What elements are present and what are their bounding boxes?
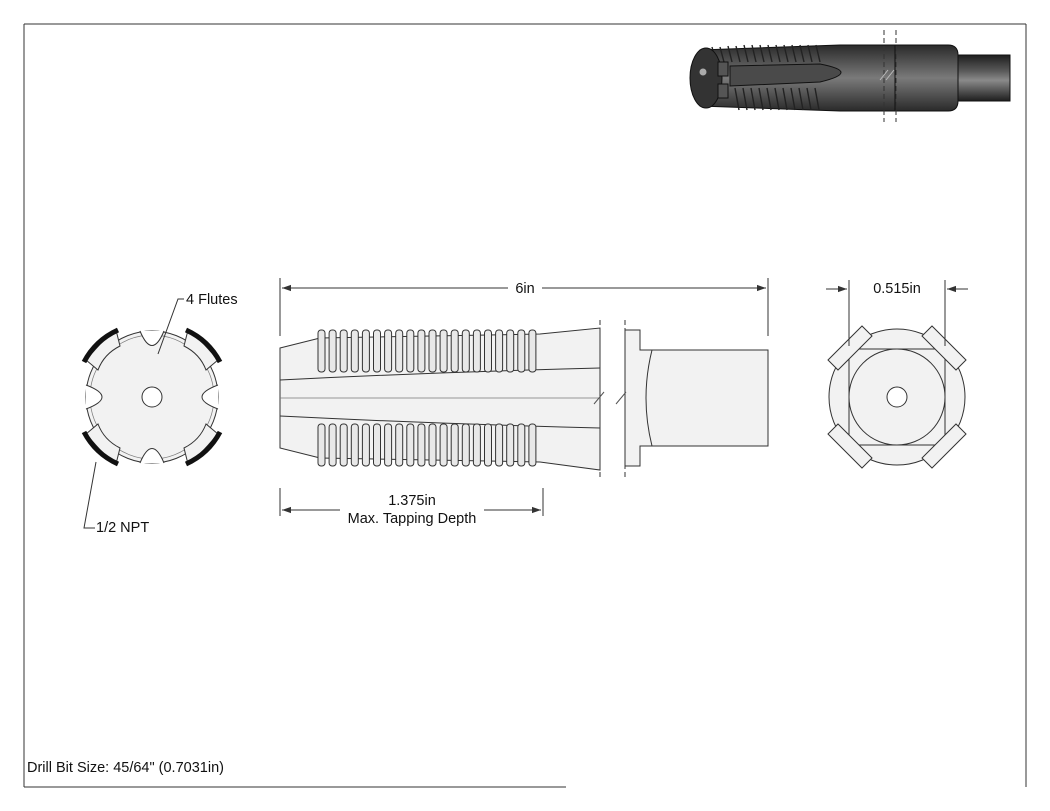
thread-tooth [506,329,515,373]
thread-tooth [484,329,492,373]
end-view [81,327,223,467]
thread-tooth [317,329,326,373]
thread-tooth [417,423,426,467]
sheet-border [23,23,1027,788]
thread-tooth [373,329,381,373]
thread-tooth [517,329,526,373]
thread-tooth [384,329,393,373]
thread-tooth [472,423,481,467]
thread-teeth-top [317,329,537,373]
dimension-square-width [826,280,968,346]
thread-tooth [395,329,404,373]
thread-tooth [406,329,415,373]
thread-teeth-bottom [317,423,537,467]
thread-tooth [461,329,470,373]
leader-thread [83,461,97,529]
thread-tooth [395,423,404,467]
thread-tooth [406,423,415,467]
flutes-label: 4 Flutes [186,292,238,308]
thread-tooth [428,423,437,467]
thread-tooth [472,329,481,373]
thread-tooth [495,423,504,467]
thread-tooth [373,423,381,467]
thread-tooth [450,423,459,467]
thread-tooth [339,423,348,467]
thread-tooth [528,423,537,467]
tapping-depth-caption: Max. Tapping Depth [348,511,477,527]
thread-tooth [384,423,393,467]
drill-bit-size-note: Drill Bit Size: 45/64" (0.7031in) [27,760,224,776]
dimension-overall-length [279,278,769,336]
thread-tooth [450,329,459,373]
thread-tooth [361,423,370,467]
thread-tooth [428,329,437,373]
shank-end-view [827,325,967,469]
overall-length-label: 6in [515,281,534,297]
tapping-depth-value: 1.375in [388,493,436,509]
thread-tooth [528,329,537,373]
thread-tooth [484,423,492,467]
thread-tooth [339,329,348,373]
tap-3d-render [689,30,1011,122]
thread-tooth [328,423,337,467]
thread-tooth [350,329,359,373]
square-width-label: 0.515in [873,281,921,297]
thread-size-label: 1/2 NPT [96,520,149,536]
thread-tooth [495,329,504,373]
thread-tooth [350,423,359,467]
thread-tooth [439,423,448,467]
thread-tooth [328,329,337,373]
side-view [279,320,769,478]
thread-tooth [506,423,515,467]
dimension-tapping-depth [279,488,544,516]
leader-4-flutes [157,298,184,355]
thread-tooth [439,329,448,373]
thread-tooth [317,423,326,467]
thread-tooth [417,329,426,373]
thread-tooth [461,423,470,467]
thread-tooth [361,329,370,373]
thread-tooth [517,423,526,467]
